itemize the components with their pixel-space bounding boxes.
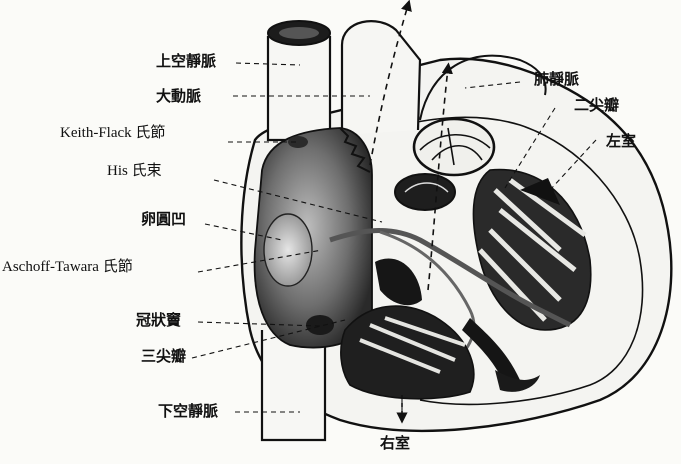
aortic-valve (414, 119, 494, 175)
label-his-bundle: His 氏束 (107, 164, 162, 179)
label-left-ventricle: 左室 (606, 134, 636, 149)
label-pulmonary-vein: 肺靜脈 (534, 72, 579, 87)
label-superior-vena-cava: 上空靜脈 (156, 54, 216, 69)
label-inferior-vena-cava: 下空靜脈 (158, 404, 218, 419)
aorta (342, 21, 420, 135)
label-fossa-ovalis: 卵圓凹 (141, 212, 186, 227)
label-bicuspid-valve: 二尖瓣 (574, 98, 619, 113)
superior-vena-cava (268, 36, 330, 140)
label-tricuspid-valve: 三尖瓣 (141, 349, 186, 364)
label-keith-flack-node: Keith-Flack 氏節 (60, 126, 165, 141)
label-aorta: 大動脈 (156, 89, 201, 104)
coronary-sinus-opening (306, 315, 334, 335)
fossa-ovalis (264, 214, 312, 286)
label-aschoff-tawara-node: Aschoff-Tawara 氏節 (2, 260, 133, 275)
label-right-ventricle: 右室 (380, 436, 410, 451)
label-coronary-sinus: 冠狀竇 (136, 313, 181, 328)
pulmonary-valve (395, 174, 455, 210)
